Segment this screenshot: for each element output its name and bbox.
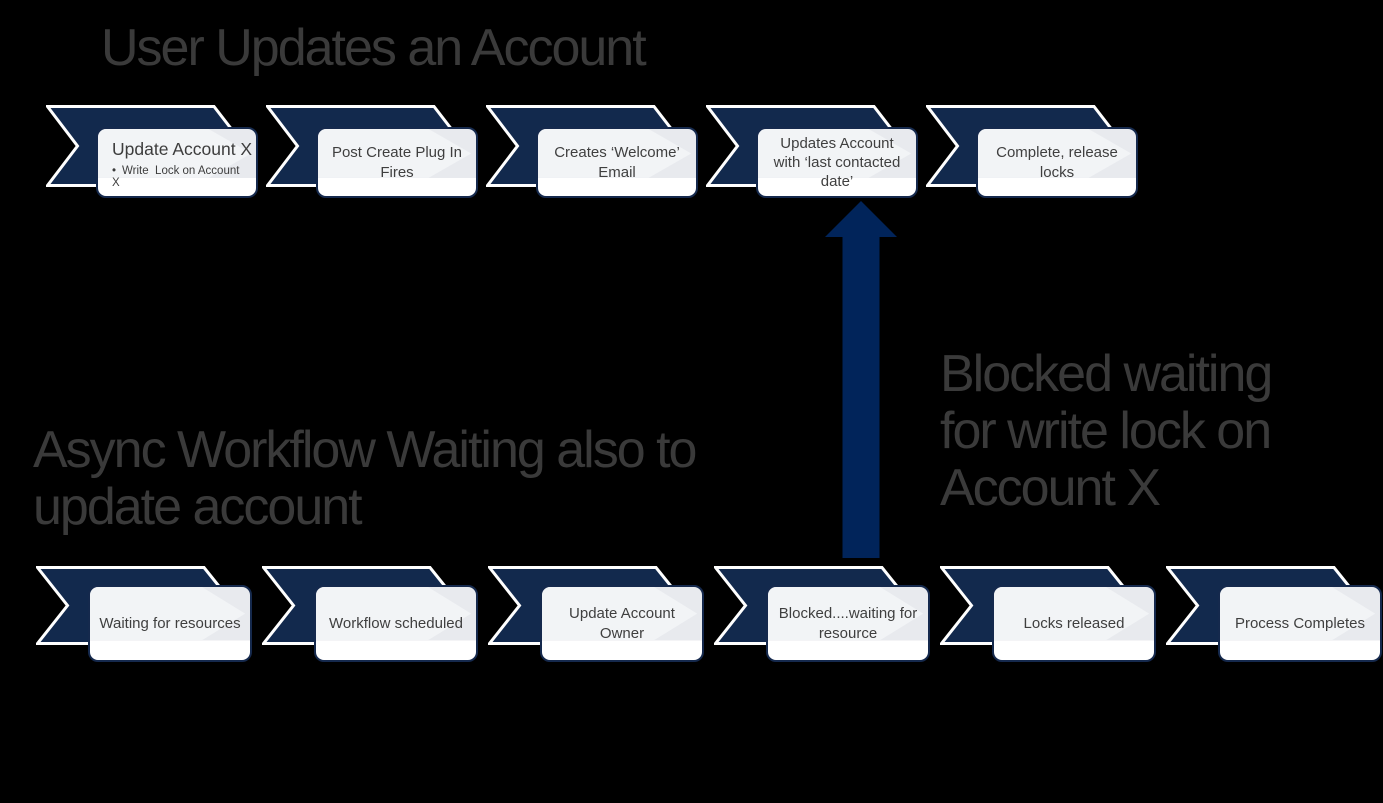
step-box-bullet: •Write Lock on Account X bbox=[112, 165, 250, 189]
step-box: Update Account Owner bbox=[540, 585, 704, 662]
step-label: Locks released bbox=[1023, 614, 1125, 632]
step-label: Workflow scheduled bbox=[329, 614, 463, 632]
step-box: Workflow scheduled bbox=[314, 585, 478, 662]
step-box: Waiting for resources bbox=[88, 585, 252, 662]
step-box: Complete, release locks bbox=[976, 127, 1138, 198]
flow1-title: User Updates an Account bbox=[101, 19, 647, 77]
step-label: Complete, release locks bbox=[996, 144, 1118, 181]
step-label: Creates ‘Welcome’ Email bbox=[554, 144, 680, 181]
step-box: Update Account X •Write Lock on Account … bbox=[96, 127, 258, 198]
step-box-bullet-text: Write Lock on Account X bbox=[112, 165, 243, 189]
step-label: Waiting for resources bbox=[99, 614, 241, 632]
blocked-annotation: Blocked waiting for write lock on Accoun… bbox=[940, 345, 1273, 517]
step-box: Locks released bbox=[992, 585, 1156, 662]
step-label: Update Account Owner bbox=[569, 605, 675, 642]
step-box: Blocked....waiting for resource bbox=[766, 585, 930, 662]
step-box: Post Create Plug In Fires bbox=[316, 127, 478, 198]
step-label: Post Create Plug In Fires bbox=[331, 144, 463, 181]
flow2-title: Async Workflow Waiting also to update ac… bbox=[33, 421, 697, 536]
step-label: Blocked....waiting for resource bbox=[778, 605, 918, 642]
step-box: Updates Account with ‘last contacted dat… bbox=[756, 127, 918, 198]
step-box: Process Completes bbox=[1218, 585, 1382, 662]
blocked-up-arrow-icon bbox=[825, 201, 897, 558]
step-box-title: Update Account X bbox=[112, 139, 253, 159]
bullet-dot-icon: • bbox=[112, 165, 117, 177]
step-box: Creates ‘Welcome’ Email bbox=[536, 127, 698, 198]
step-label: Process Completes bbox=[1234, 614, 1366, 632]
step-label: Updates Account with ‘last contacted dat… bbox=[773, 134, 901, 191]
